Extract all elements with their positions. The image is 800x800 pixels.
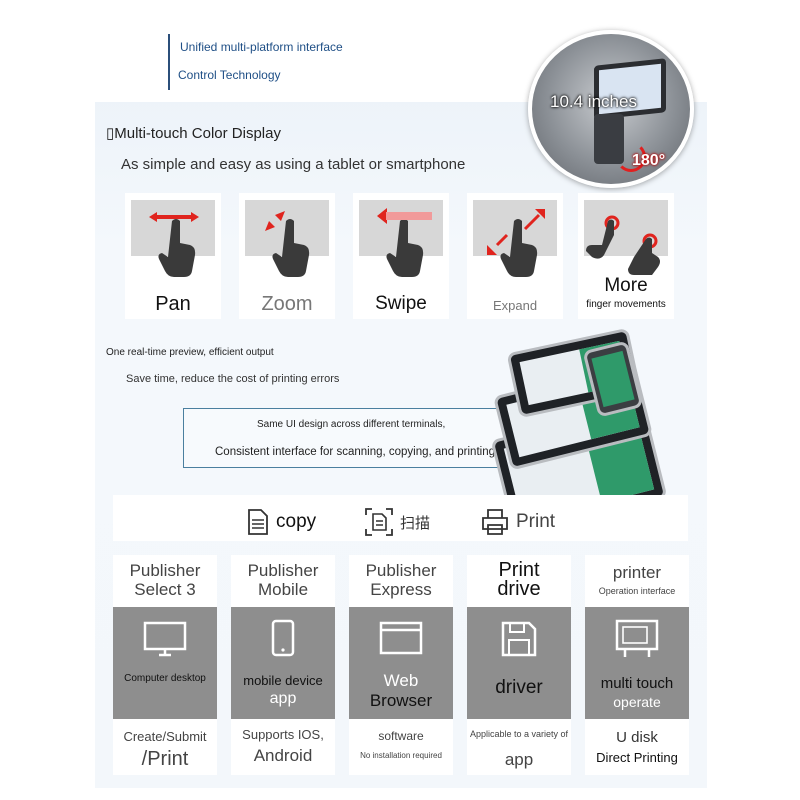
platform-label-2: app [269, 690, 297, 707]
platform-label-2: Browser [369, 691, 433, 710]
gesture-card-expand: Expand [467, 193, 563, 319]
scan-label: 扫描 [400, 514, 431, 532]
platform-bottom-1: Supports IOS, [242, 727, 324, 742]
platform-title: Print drive [497, 559, 541, 600]
platform-bottom-1: Applicable to a variety of [469, 729, 569, 739]
gesture-label: More [604, 275, 648, 296]
pan-arrows-icon [149, 212, 199, 222]
scan-function: 扫描 [364, 507, 430, 537]
copy-label: copy [276, 511, 317, 532]
platform-bottom-1: software [378, 729, 424, 743]
floppy-icon [501, 621, 537, 657]
preview-line-1: One real-time preview, efficient output [106, 347, 274, 358]
header-line-1: Unified multi-platform interface [180, 40, 343, 54]
header-rule [168, 34, 170, 90]
platform-feature: driver [467, 607, 571, 719]
platform-label: Web [383, 671, 419, 690]
copy-function: copy [246, 507, 316, 537]
printer-icon [482, 509, 508, 535]
section-subtitle: As simple and easy as using a tablet or … [121, 156, 466, 173]
gesture-card-pan: Pan [125, 193, 221, 319]
platform-feature: multi touch operate [585, 607, 689, 719]
gesture-card-more: More finger movements [578, 193, 674, 319]
screen-size-label: 10.4 inches [550, 92, 637, 111]
platform-card-express: Publisher Express Web Browser software N… [349, 555, 453, 775]
multi-hand-icon [586, 215, 660, 275]
gesture-label: Expand [492, 298, 538, 313]
scan-icon [365, 508, 393, 536]
platform-feature: Web Browser [349, 607, 453, 719]
gesture-card-zoom: Zoom [239, 193, 335, 319]
section-title: ▯Multi-touch Color Display [106, 125, 281, 142]
platform-bottom-2: Android [253, 746, 313, 765]
hand-icon [500, 219, 538, 277]
platform-feature: Computer desktop [113, 607, 217, 719]
gesture-card-swipe: Swipe [353, 193, 449, 319]
platform-title-sub: Operation interface [598, 586, 676, 596]
platform-label: Computer desktop [124, 673, 206, 684]
gesture-label: Zoom [261, 293, 313, 315]
platform-title: Publisher Express [365, 561, 437, 599]
platform-title: printer [612, 563, 662, 582]
touch-panel-icon [615, 619, 659, 657]
monitor-icon [143, 621, 187, 657]
platform-bottom-1: U disk [616, 729, 658, 746]
browser-icon [379, 621, 423, 655]
print-function: Print [480, 507, 555, 537]
platform-title: Publisher Select 3 [129, 561, 201, 599]
ui-box-line-2: Consistent interface for scanning, copyi… [215, 446, 495, 458]
platform-label: mobile device [243, 673, 323, 688]
platform-title: Publisher Mobile [247, 561, 319, 599]
hand-icon [158, 219, 196, 277]
platform-card-mobile: Publisher Mobile mobile device app Suppo… [231, 555, 335, 775]
device-photo: 10.4 inches 180° [528, 30, 694, 188]
hand-icon [272, 219, 310, 277]
swipe-arrow-icon [377, 208, 432, 224]
platform-feature: mobile device app [231, 607, 335, 719]
platform-label: driver [495, 677, 543, 698]
platform-card-driver: Print drive driver Applicable to a varie… [467, 555, 571, 775]
rotation-label: 180° [632, 152, 666, 169]
print-label: Print [516, 511, 556, 532]
function-bar [113, 495, 688, 541]
preview-line-2: Save time, reduce the cost of printing e… [126, 373, 340, 385]
zoom-arrows-icon [265, 211, 285, 231]
platform-bottom-2: Direct Printing [596, 750, 678, 765]
expand-arrows-icon [487, 209, 545, 255]
ui-box-line-1: Same UI design across different terminal… [257, 419, 446, 430]
gesture-sublabel: finger movements [586, 299, 666, 310]
hand-icon [386, 219, 424, 277]
platform-bottom-2: /Print [141, 748, 189, 770]
platform-bottom-2: No installation required [360, 751, 442, 760]
platform-label-2: operate [613, 694, 661, 710]
copy-icon [248, 509, 268, 535]
platform-card-printer: printer Operation interface multi touch … [585, 555, 689, 775]
platform-card-select: Publisher Select 3 Computer desktop Crea… [113, 555, 217, 775]
platform-bottom-2: app [504, 750, 534, 769]
rotation-arrow-icon [616, 142, 646, 172]
phone-icon [271, 619, 295, 657]
ui-design-box [183, 408, 515, 468]
platform-bottom-1: Create/Submit [123, 729, 207, 744]
header-line-2: Control Technology [178, 68, 281, 82]
gesture-label: Pan [155, 293, 191, 315]
gesture-label: Swipe [375, 293, 427, 314]
platform-label: multi touch [600, 675, 674, 692]
